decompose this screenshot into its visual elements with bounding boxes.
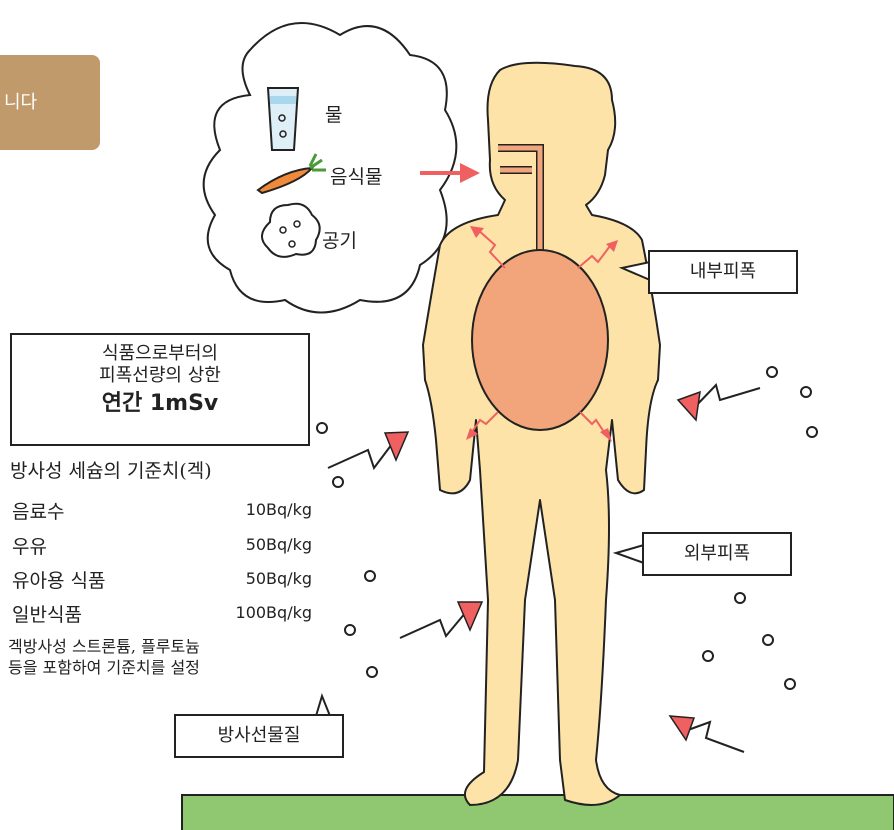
standard-row-item: 유아용 식품 — [12, 566, 105, 593]
internal-exposure-label: 내부피폭 — [648, 250, 798, 294]
standards-note-line2: 등을 포함하여 기준치를 설정 — [8, 657, 200, 678]
organ — [472, 250, 608, 430]
standards-note: 겍방사성 스트론튬, 플루토늄 등을 포함하여 기준치를 설정 — [8, 636, 200, 678]
standard-row-value: 50Bq/kg — [192, 535, 312, 554]
standards-title: 방사성 세슘의 기준치(겍) — [10, 456, 212, 483]
standard-row-value: 100Bq/kg — [192, 603, 312, 622]
water-glass-icon — [268, 88, 298, 150]
food-label: 음식물 — [330, 162, 382, 189]
water-label: 물 — [325, 100, 342, 127]
standards-note-line1: 겍방사성 스트론튬, 플루토늄 — [8, 636, 200, 657]
dose-limit-line1: 식품으로부터의 — [12, 343, 308, 365]
standard-row-value: 10Bq/kg — [192, 500, 312, 519]
ground — [182, 795, 894, 830]
external-callout-pointer — [616, 545, 644, 563]
dose-limit-line2: 피폭선량의 상한 — [12, 365, 308, 387]
material-callout-pointer — [316, 696, 330, 716]
dose-limit-box: 식품으로부터의 피폭선량의 상한 연간 1mSv — [10, 333, 310, 446]
standard-row-item: 일반식품 — [12, 600, 82, 627]
standard-row-item: 우유 — [12, 532, 47, 559]
external-exposure-label: 외부피폭 — [642, 532, 792, 576]
radioactive-material-label: 방사선물질 — [174, 714, 344, 758]
air-label: 공기 — [322, 226, 357, 253]
dose-limit-value: 연간 1mSv — [12, 393, 308, 415]
standard-row-value: 50Bq/kg — [192, 569, 312, 588]
standard-row-item: 음료수 — [12, 497, 64, 524]
